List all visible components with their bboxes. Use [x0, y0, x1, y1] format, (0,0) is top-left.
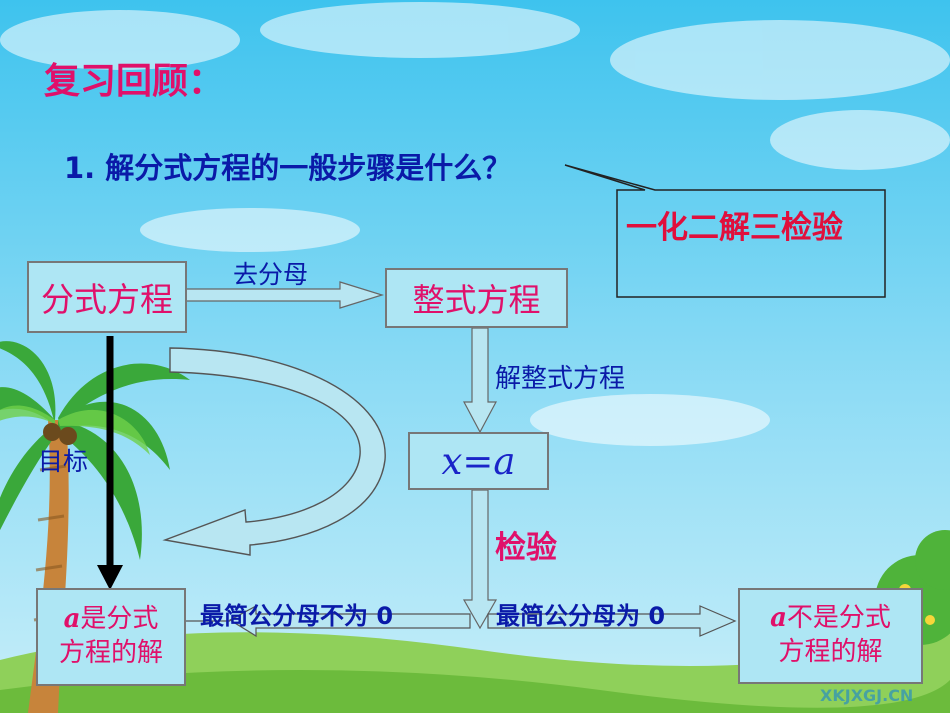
not-solution-line2: 方程的解: [778, 637, 883, 667]
box-is-solution: a是分式 方程的解: [36, 588, 186, 686]
box-integral-label: 整式方程: [412, 281, 541, 319]
label-goal: 目标: [38, 447, 89, 476]
arrow-remove-denominator: [185, 281, 385, 309]
box-integral-equation: 整式方程: [385, 268, 568, 328]
label-remove-denominator: 去分母: [233, 260, 309, 289]
arrow-right: [487, 605, 737, 637]
arrow-left-double: [228, 604, 471, 638]
callout-shape: [564, 164, 886, 298]
solution-variable: x: [441, 439, 463, 483]
slide-title: 复习回顾：: [44, 61, 225, 102]
box-solution: x=a: [408, 432, 549, 490]
arrow-check: [462, 489, 498, 630]
callout-text: 一化二解三检验: [626, 210, 843, 246]
is-solution-var: a: [63, 604, 81, 635]
label-solve-integral: 解整式方程: [495, 364, 626, 394]
is-solution-text: 是分式: [80, 604, 159, 635]
arrow-solve-integral: [463, 327, 497, 434]
watermark: XKJXGJ.CN: [820, 686, 914, 705]
label-lcd-nonzero: 最简公分母不为 0: [200, 602, 394, 630]
label-check: 检验: [495, 530, 557, 566]
not-solution-text: 不是分式: [786, 603, 891, 634]
solution-equals: =: [462, 439, 494, 483]
is-solution-line2: 方程的解: [58, 638, 163, 668]
box-fractional-equation: 分式方程: [27, 261, 187, 333]
not-solution-var: a: [770, 603, 787, 634]
box-fractional-label: 分式方程: [41, 280, 173, 319]
box-not-solution: a不是分式 方程的解: [738, 588, 923, 684]
arrow-curve: [162, 347, 386, 556]
solution-value: a: [493, 439, 516, 483]
question-text: 1. 解分式方程的一般步骤是什么？: [64, 151, 512, 185]
label-lcd-zero: 最简公分母为 0: [496, 602, 666, 630]
